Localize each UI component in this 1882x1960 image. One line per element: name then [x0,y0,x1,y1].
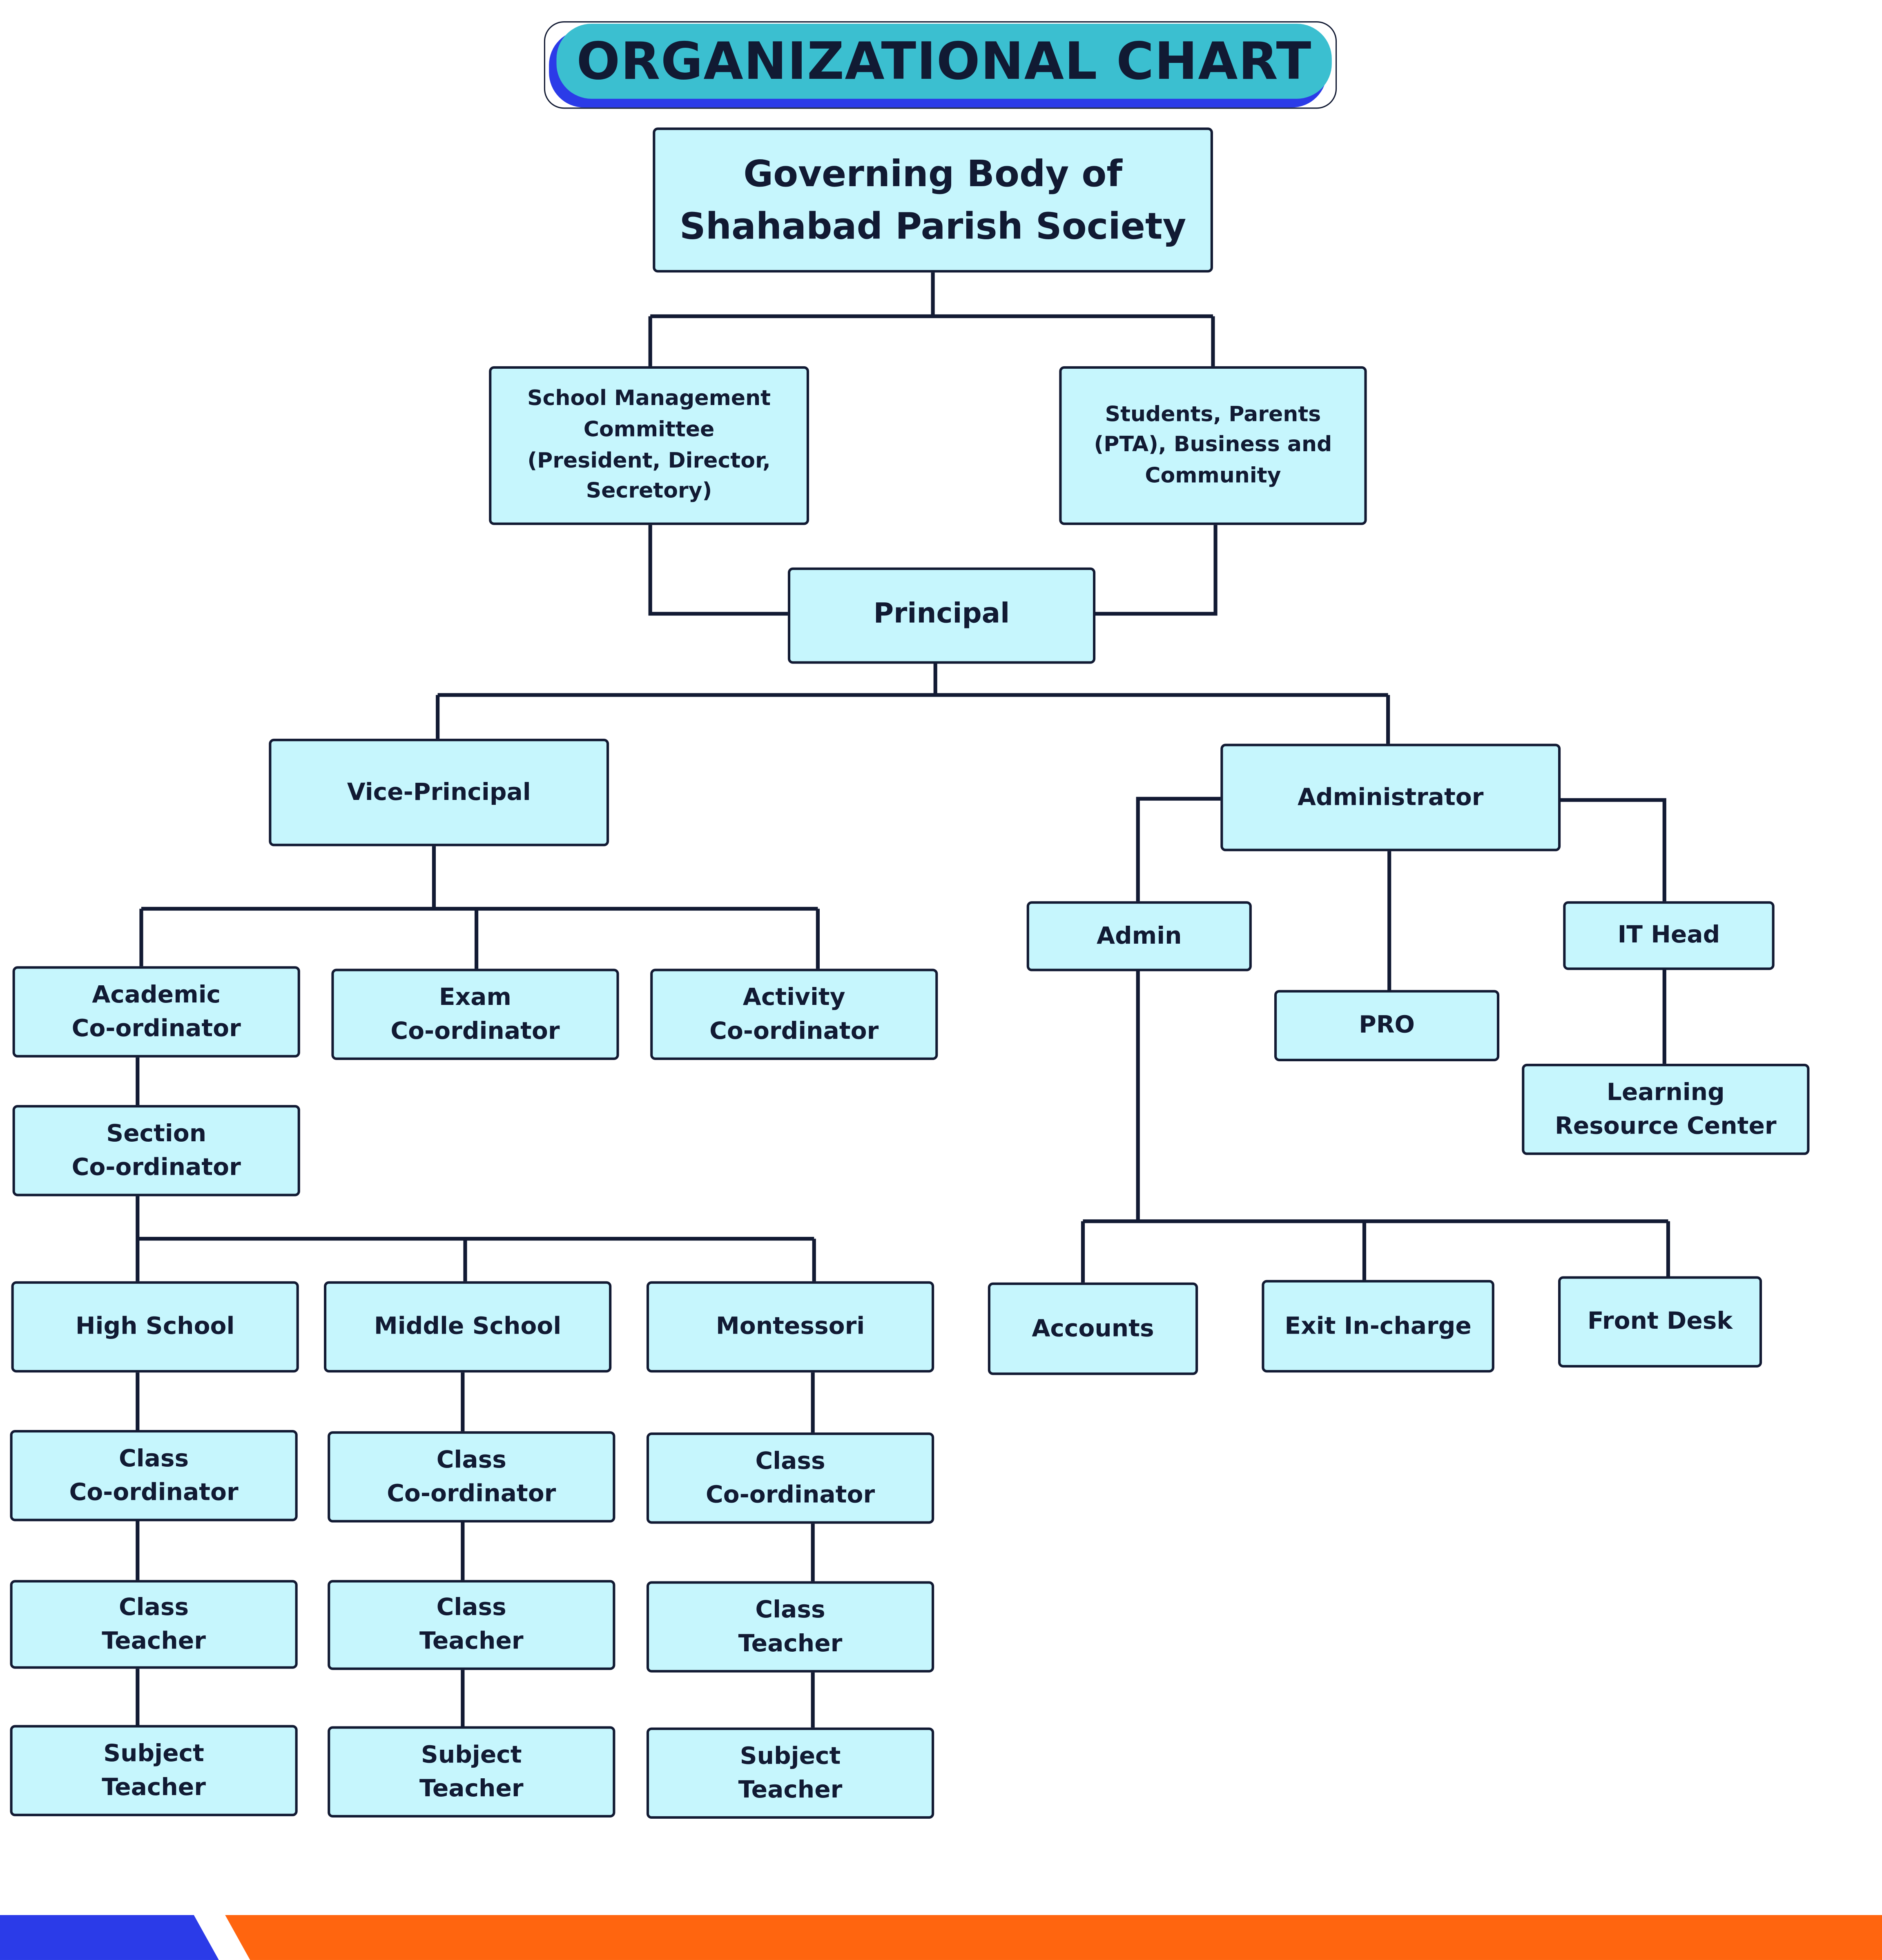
connector-section-to-schools [136,1196,816,1281]
connector-administrator-to-it-head [1559,798,1666,902]
node-admin: Admin [1026,901,1252,971]
footer-blue-stripe [0,1915,219,1960]
node-section-coordinator: Section Co-ordinator [12,1105,300,1196]
connector-stakeholders-to-principal [1094,525,1218,616]
node-montessori-subject-teacher: Subject Teacher [646,1727,934,1819]
node-middle-school-class-coordinator: Class Co-ordinator [328,1431,615,1523]
node-montessori-class-coordinator: Class Co-ordinator [646,1432,934,1524]
node-vice-principal: Vice-Principal [269,739,609,846]
node-exam-coordinator: Exam Co-ordinator [331,969,619,1060]
node-middle-school-subject-teacher: Subject Teacher [328,1726,615,1817]
node-middle-school-class-teacher: Class Teacher [328,1580,615,1670]
connector-administrator-to-admin [1136,797,1221,902]
node-school-management-committee: School Management Committee (President, … [489,366,809,525]
node-montessori: Montessori [646,1281,934,1373]
connector-governing-to-committees [648,272,1215,366]
node-high-school-class-teacher: Class Teacher [10,1580,298,1669]
connector-admin-to-staff [1081,971,1670,1283]
node-principal: Principal [787,567,1096,664]
node-learning-resource-center: Learning Resource Center [1522,1064,1810,1155]
node-middle-school: Middle School [324,1281,612,1373]
node-it-head: IT Head [1563,901,1775,970]
node-front-desk: Front Desk [1558,1276,1762,1368]
node-academic-coordinator: Academic Co-ordinator [12,966,300,1058]
node-high-school-subject-teacher: Subject Teacher [10,1725,298,1816]
node-stakeholders: Students, Parents (PTA), Business and Co… [1059,366,1367,525]
node-pro: PRO [1274,990,1500,1061]
connector-management-to-principal [648,525,788,616]
node-administrator: Administrator [1220,744,1561,851]
node-accounts: Accounts [988,1282,1198,1375]
node-exit-incharge: Exit In-charge [1262,1280,1494,1373]
node-activity-coordinator: Activity Co-ordinator [650,969,938,1060]
node-governing-body: Governing Body of Shahabad Parish Societ… [653,127,1213,273]
connector-principal-to-branches [436,664,1390,744]
node-high-school-class-coordinator: Class Co-ordinator [10,1430,298,1521]
chart-title: ORGANIZATIONAL CHART [556,24,1332,99]
footer-orange-stripe [225,1915,1882,1960]
connector-vice-principal-to-coordinators [139,846,820,969]
node-montessori-class-teacher: Class Teacher [646,1581,934,1673]
node-high-school: High School [11,1281,299,1373]
